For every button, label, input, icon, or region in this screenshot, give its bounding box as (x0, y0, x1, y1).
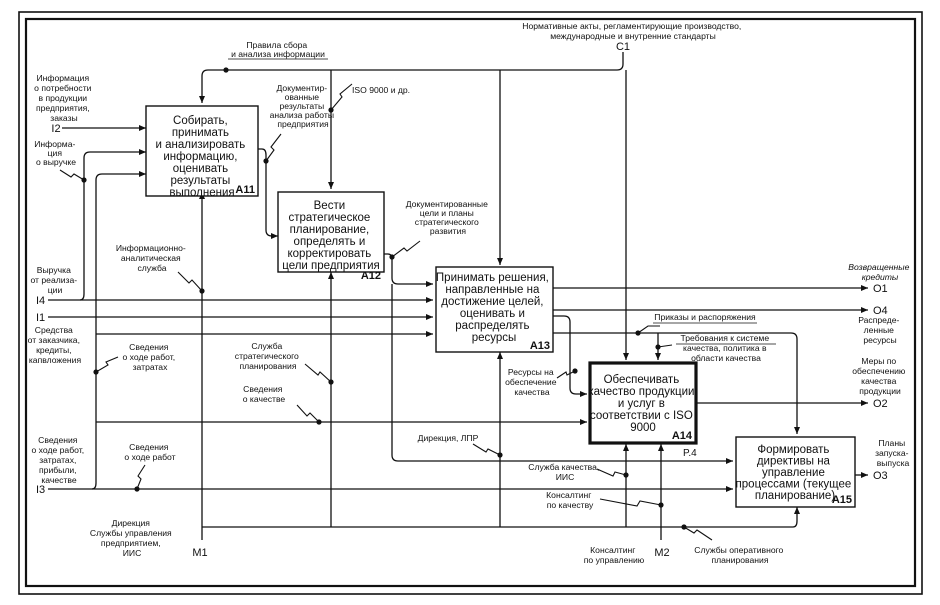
label-doc-results: Документир- ованные результаты анализа р… (270, 83, 337, 129)
label-quality-info: Сведения о качестве (243, 384, 286, 404)
m2-label: Консалтинг по управлению (584, 545, 645, 565)
label-orders: Приказы и распоряжения (654, 312, 756, 322)
activity-box-a11[interactable]: Собирать, принимать и анализировать инфо… (145, 105, 259, 199)
arrow-a13-orders (553, 332, 800, 434)
arrow-i4-branch (79, 149, 146, 301)
box-a13-text: Принимать решения, направленные на дости… (436, 272, 552, 344)
label-quality-consulting: Консалтинг по качеству (546, 490, 594, 510)
label-quality-requirements: Требования к системе качества, политика … (680, 333, 771, 363)
label-quality-service: Служба качества, ИИС (528, 462, 601, 482)
label-directorate: Дирекция, ЛПР (418, 433, 479, 443)
inner-frame (24, 17, 917, 588)
o1-label: Возвращенные кредиты (848, 262, 912, 282)
arrow-a12-to-a13 (384, 253, 433, 287)
label-rules: Правила сбора и анализа информации (231, 40, 325, 59)
outer-frame (18, 11, 923, 595)
box-a14-id: A14 (672, 430, 693, 442)
label-progress-costs: Сведения о ходе работ, затратах (123, 342, 178, 372)
o2-label: Меры по обеспечению качества продукции (852, 356, 907, 396)
activity-box-a15[interactable]: Формировать директивы на управление проц… (735, 436, 856, 508)
m2-code: M2 (654, 547, 669, 559)
arrow-a13-resources-to-a14 (553, 315, 587, 397)
arrow-a11-to-a12 (258, 148, 278, 239)
box-a11-id: A11 (235, 184, 255, 196)
label-progress-info: Сведения о ходе работ (124, 442, 175, 462)
box-a13-id: A13 (530, 340, 550, 352)
arrow-c1-bus (199, 52, 624, 103)
c1-label: Нормативные акты, регламентирующие произ… (522, 21, 743, 41)
o3-code: O3 (873, 470, 888, 482)
label-ops-planning: Службы оперативного планирования (694, 545, 785, 565)
box-a15-text: Формировать директивы на управление проц… (736, 444, 855, 502)
i4-label: Выручка от реализа- ции (30, 265, 79, 295)
activity-box-a12[interactable]: Вести стратегическое планирование, опред… (277, 191, 385, 282)
i3-code: I3 (36, 484, 45, 496)
activity-box-a14[interactable]: Обеспечивать качество продукции и услуг … (588, 361, 698, 445)
i2-label: Информация о потребности в продукции пре… (34, 73, 94, 123)
i2-code: I2 (51, 123, 60, 135)
box-a14-text: Обеспечивать качество продукции и услуг … (588, 374, 697, 434)
m1-code: M1 (192, 547, 207, 559)
label-doc-goals: Документированные цели и планы стратегич… (406, 199, 491, 236)
o1-code: O1 (873, 283, 888, 295)
box-a12-text: Вести стратегическое планирование, опред… (282, 200, 379, 272)
label-iso: ISO 9000 и др. (352, 85, 410, 95)
arrow-i3-branch (91, 171, 146, 490)
o3-label: Планы запуска- выпуска (875, 438, 911, 468)
m1-label: Дирекция Службы управления предприятием,… (90, 518, 174, 558)
label-quality-resources: Ресурсы на обеспечение качества (505, 367, 559, 397)
label-strategic-service: Служба стратегического планирования (235, 341, 301, 371)
i3-label: Сведения о ходе работ, затратах, прибыли… (32, 435, 87, 485)
arrow-m1-bus (202, 507, 800, 528)
i4-code: I4 (36, 295, 45, 307)
box-a12-id: A12 (361, 270, 381, 282)
box-a15-id: A15 (832, 494, 852, 506)
i1-label: Средства от заказчика, кредиты, капвложе… (28, 325, 83, 365)
o4-label: Распреде- ленные ресурсы (858, 315, 902, 345)
o4-code: O4 (873, 305, 888, 317)
node-ref: P.4 (683, 448, 697, 459)
i1-code: I1 (36, 312, 45, 324)
arrow-a12-to-a15 (391, 284, 733, 464)
junctions (59, 67, 713, 541)
arrows (48, 52, 868, 540)
c1-code: C1 (616, 41, 630, 53)
box-a11-text: Собирать, принимать и анализировать инфо… (156, 115, 249, 199)
label-info-service: Информационно- аналитическая служба (116, 243, 188, 273)
activity-box-a13[interactable]: Принимать решения, направленные на дости… (435, 266, 554, 353)
o2-code: O2 (873, 398, 888, 410)
label-revenue-info: Информа- ция о выручке (34, 139, 78, 167)
